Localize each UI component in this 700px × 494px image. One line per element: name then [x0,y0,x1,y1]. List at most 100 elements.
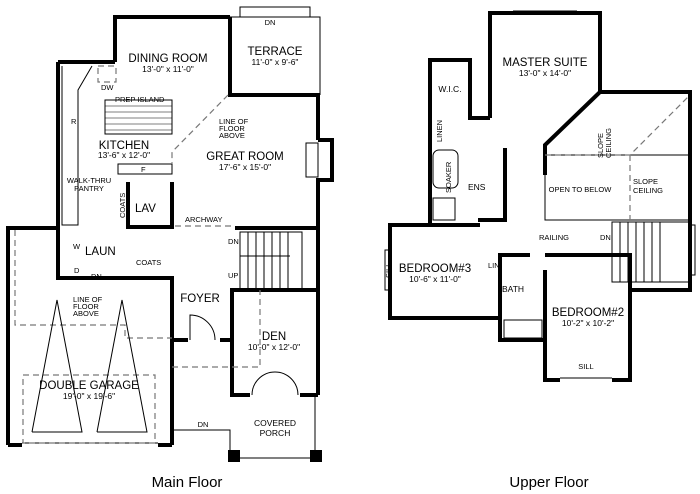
kitchen-label: KITCHEN [99,140,149,152]
foyer-label: FOYER [180,293,220,305]
porch-label-1: COVERED [254,418,296,428]
bath-label: BATH [502,284,524,294]
soaker-label: SOAKER [444,161,453,193]
prep-island-label: PREP ISLAND [115,95,165,104]
slope-label-2: SLOPE [633,177,658,186]
great-room-label: GREAT ROOM [206,151,284,163]
fridge-label: F [141,165,146,174]
garage-parking-outline [22,374,156,444]
kitchen-counter [61,65,93,226]
great-room-right-wall [316,138,334,395]
upper-right-wall [612,222,692,382]
fireplace [305,142,319,178]
terrace-step [239,6,311,17]
lav-wall [126,182,174,229]
soaker-tub [432,149,459,189]
floor-label: FLOOR [219,124,245,133]
master-wall [488,11,692,222]
railing-label: RAILING [539,233,569,242]
dining-room-label: DINING ROOM [128,53,207,65]
bed2-top-wall [545,253,632,290]
island-hatch [105,105,172,131]
pantry-label-2: PANTRY [74,184,104,193]
stair-dn-label: DN [228,237,239,246]
bedroom2-label: BEDROOM#2 [552,307,624,319]
stairs [239,231,303,291]
wic-label: W.I.C. [438,84,461,94]
coats-label: COATS [118,193,127,218]
bed3-sill [384,249,391,291]
garage-left-wall [6,226,58,445]
above-label: ABOVE [219,131,245,140]
main-floor-plan: DINING ROOM 13'-0" x 11'-0" TERRACE 11'-… [6,6,334,491]
kitchen-left-wall [56,62,174,445]
archway-label: ARCHWAY [185,215,223,224]
lin-label: LIN [488,261,500,270]
master-diagonal-wall [543,90,602,175]
linen-label: LINEN [435,120,444,142]
terrace-dn-label: DN [265,18,276,27]
stair-window [689,224,696,276]
main-floor-caption: Main Floor [152,474,223,491]
den-doors[interactable] [251,371,299,396]
pantry-label-1: WALK-THRU [67,176,111,185]
den-label: DEN [262,331,286,343]
porch-label-2: PORCH [260,428,291,438]
car-outline [96,299,148,433]
car-outline [31,299,83,433]
bedroom3-dim: 10'-6" x 11'-0" [409,274,461,284]
garage-floor-label: FLOOR [73,302,99,311]
shower [432,197,456,221]
bedroom3-label: BEDROOM#3 [399,263,471,275]
laundry-label: LAUN [85,246,116,258]
fridge-counter [117,163,173,175]
garage-above-label: ABOVE [73,309,99,318]
bed3-sill-label: SILL [384,263,393,278]
porch-dn-label: DN [198,420,209,429]
porch-post [310,450,322,462]
upper-stairs [611,221,691,283]
kitchen-dim: 13'-6" x 12'-0" [98,150,150,160]
garage-dim: 19'-0" x 19'-6" [63,391,115,401]
master-suite-dim: 13'-0" x 14'-0" [519,68,571,78]
upper-floor-caption: Upper Floor [509,474,588,491]
dining-wall [113,15,230,62]
slope-label-1: SLOPE [596,133,605,158]
line-of-floor-above-garage [14,230,172,339]
dining-room-dim: 13'-0" x 11'-0" [142,64,194,74]
line-of-label: LINE OF [219,117,249,126]
dryer-label: D [74,266,80,275]
washer-label: W [73,242,81,251]
den-dim: 10'-0" x 12'-0" [248,342,300,352]
great-room-dim: 17'-6" x 15'-0" [219,162,271,172]
terrace-label: TERRACE [248,46,303,58]
terrace-wall [228,17,320,140]
range-label: R [71,117,77,126]
ceiling-label-2: CEILING [633,186,663,195]
dw-label: DW [101,83,114,92]
upper-floor-plan: MASTER SUITE 13'-0" x 14'-0" W.I.C. LINE… [384,10,696,491]
stair-up-label: UP [228,271,238,280]
dishwasher [97,65,117,83]
bath-tub [503,319,543,339]
ceiling-label-1: CEILING [604,128,613,158]
ens-label: ENS [468,182,486,192]
bed2-sill-label: SILL [578,362,593,371]
master-suite-label: MASTER SUITE [503,57,588,69]
bedroom2-dim: 10'-2" x 10'-2" [562,318,614,328]
coats-label-2: COATS [136,258,161,267]
garage-line-of-label: LINE OF [73,295,103,304]
garage-dn-label: DN [91,272,102,281]
bath-wall [498,253,530,318]
open-to-below-label: OPEN TO BELOW [549,185,613,194]
upper-dn-label: DN [600,233,611,242]
prep-island [104,99,173,135]
upper-left-wall [388,58,560,382]
lav-label: LAV [135,203,156,215]
porch-post [228,450,240,462]
terrace-dim: 11'-0" x 9'-6" [252,57,299,67]
ens-right-wall [478,148,507,222]
garage-label: DOUBLE GARAGE [39,380,139,392]
front-door[interactable] [189,314,216,341]
